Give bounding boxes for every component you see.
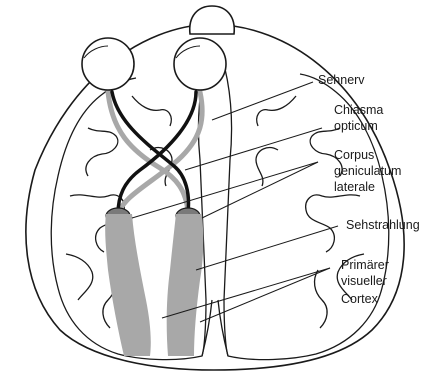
label-chiasma-line1: Chiasma [334,103,383,117]
optic-radiation [105,214,203,356]
label-cortex-line3: Cortex [341,292,378,306]
label-cortex-line2: visueller [341,274,387,288]
label-sehstrahlung: Sehstrahlung [346,218,420,232]
label-corpus-line3: laterale [334,180,375,194]
label-chiasma-line2: opticum [334,119,378,133]
label-corpus-line2: geniculatum [334,164,401,178]
label-cortex-line1: Primärer [341,258,389,272]
nose-outline [190,6,235,34]
label-sehnerv: Sehnerv [318,73,365,87]
label-corpus-line1: Corpus [334,148,374,162]
eyeballs [82,38,226,90]
